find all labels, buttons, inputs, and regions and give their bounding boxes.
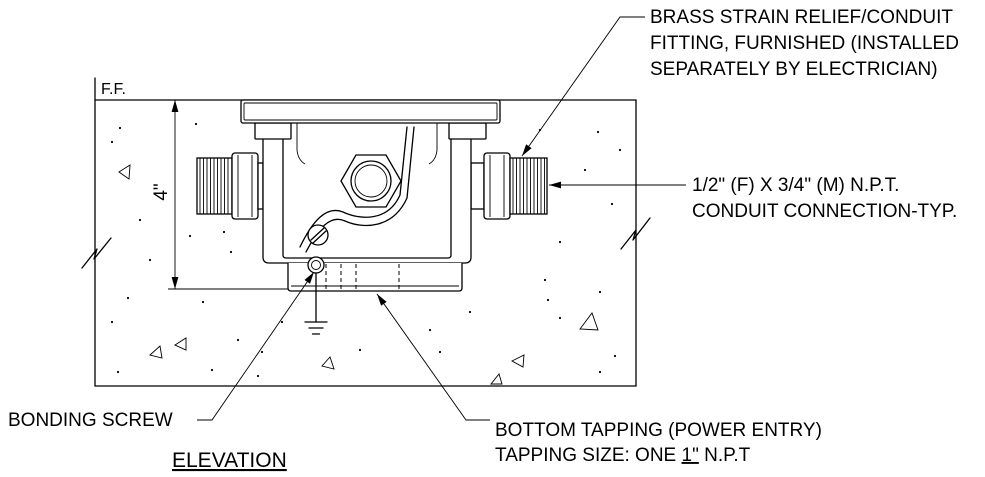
tapping-size-suffix: N.P.T bbox=[699, 445, 751, 466]
aggregate-dot bbox=[618, 148, 622, 152]
aggregate-triangle bbox=[149, 345, 163, 359]
left-fitting-neck bbox=[257, 162, 264, 210]
dimension-label: 4" bbox=[151, 183, 172, 200]
aggregate-dot bbox=[229, 250, 233, 254]
right-thread-lines bbox=[512, 158, 545, 214]
aggregate-dot bbox=[598, 370, 602, 374]
bonding-screw-head-icon bbox=[307, 224, 329, 246]
bonding-screw-leader bbox=[197, 271, 315, 421]
aggregate-dot bbox=[438, 350, 442, 354]
left-conduit-fitting bbox=[196, 152, 264, 220]
tapping-size-value: 1" bbox=[682, 445, 699, 466]
left-standoff bbox=[296, 123, 306, 165]
bottom-tapping-line-2: TAPPING SIZE: ONE 1" N.P.T bbox=[495, 445, 751, 466]
left-thread-lines bbox=[199, 158, 229, 214]
aggregate-dot bbox=[110, 320, 114, 324]
bottom-tapping-callout: BOTTOM TAPPING (POWER ENTRY) TAPPING SIZ… bbox=[495, 420, 822, 466]
aggregate-dot bbox=[138, 218, 142, 222]
conduit-connection-callout: 1/2" (F) X 3/4" (M) N.P.T. CONDUIT CONNE… bbox=[692, 175, 957, 222]
bonding-screw-inner-icon bbox=[311, 260, 321, 270]
right-standoff bbox=[428, 123, 438, 165]
aggregate-dot bbox=[188, 234, 192, 238]
aggregate-dot bbox=[280, 320, 284, 324]
conduit-connection-line-1: 1/2" (F) X 3/4" (M) N.P.T. bbox=[692, 175, 899, 196]
strain-relief-callout: BRASS STRAIN RELIEF/CONDUIT FITTING, FUR… bbox=[650, 7, 959, 80]
concrete-slab: F.F. bbox=[81, 77, 651, 387]
cover-tab-right bbox=[448, 122, 487, 140]
strain-relief-leader bbox=[521, 16, 645, 157]
aggregate-dot bbox=[126, 296, 130, 300]
right-fitting-neck bbox=[470, 162, 485, 210]
aggregate-dot bbox=[194, 122, 198, 126]
aggregate-triangle bbox=[511, 354, 525, 368]
aggregate-dot bbox=[110, 140, 114, 144]
bottom-tapping-leader bbox=[376, 293, 490, 421]
aggregate-dots bbox=[110, 122, 622, 378]
aggregate-symbols bbox=[110, 122, 622, 385]
aggregate-dot bbox=[468, 310, 472, 314]
tapping-size-prefix: TAPPING SIZE: ONE bbox=[495, 445, 682, 466]
hex-plug-inner-ring bbox=[354, 164, 388, 198]
aggregate-dot bbox=[358, 348, 362, 352]
strain-relief-line-1: BRASS STRAIN RELIEF/CONDUIT bbox=[650, 7, 953, 28]
left-break-symbol bbox=[81, 237, 112, 269]
bottom-tapping-hub bbox=[287, 263, 463, 292]
aggregate-dot bbox=[116, 370, 120, 374]
aggregate-dot bbox=[610, 202, 614, 206]
aggregate-triangle bbox=[321, 356, 335, 370]
conduit-connection-line-2: CONDUIT CONNECTION-TYP. bbox=[692, 201, 957, 222]
aggregate-dot bbox=[428, 328, 432, 332]
aggregate-triangle bbox=[174, 337, 187, 351]
screw-slot bbox=[310, 227, 325, 241]
bonding-screw-label: BONDING SCREW bbox=[8, 410, 173, 431]
strain-relief-line-3: SEPARATELY BY ELECTRICIAN) bbox=[650, 59, 938, 80]
aggregate-dot bbox=[201, 300, 205, 304]
aggregate-dot bbox=[543, 278, 547, 282]
ground-symbol-icon bbox=[304, 272, 328, 335]
junction-box bbox=[196, 99, 548, 335]
left-fitting-thread bbox=[196, 157, 233, 215]
aggregate-dot bbox=[558, 240, 562, 244]
aggregate-dot bbox=[210, 368, 214, 372]
aggregate-dot bbox=[583, 168, 587, 172]
bottom-tapping-line-1: BOTTOM TAPPING (POWER ENTRY) bbox=[495, 420, 822, 441]
finish-floor-label: F.F. bbox=[101, 81, 126, 98]
aggregate-dot bbox=[596, 130, 600, 134]
aggregate-dot bbox=[598, 290, 602, 294]
aggregate-dot bbox=[558, 316, 562, 320]
aggregate-dot bbox=[118, 126, 122, 130]
aggregate-dot bbox=[260, 350, 264, 354]
aggregate-dot bbox=[222, 230, 226, 234]
aggregate-triangle bbox=[118, 164, 131, 180]
left-fitting-nut bbox=[231, 152, 259, 220]
cover-plate-inner-edge bbox=[243, 102, 498, 121]
aggregate-triangle bbox=[490, 373, 503, 385]
right-conduit-fitting bbox=[470, 152, 548, 220]
aggregate-dot bbox=[256, 374, 260, 378]
leaders bbox=[197, 16, 686, 421]
aggregate-dot bbox=[236, 338, 240, 342]
hex-plug-outer-ring bbox=[350, 160, 392, 202]
strain-relief-line-2: FITTING, FURNISHED (INSTALLED bbox=[650, 33, 959, 54]
aggregate-dot bbox=[613, 354, 617, 358]
right-break-symbol bbox=[620, 217, 651, 250]
box-inner-wall bbox=[282, 138, 452, 259]
aggregate-dot bbox=[546, 298, 550, 302]
bonding-screw-icon bbox=[307, 256, 325, 274]
aggregate-dot bbox=[148, 258, 152, 262]
right-fitting-nut bbox=[483, 152, 511, 220]
depth-dimension: 4" bbox=[151, 100, 288, 290]
cover-tab-left bbox=[254, 122, 292, 140]
screw-slot bbox=[312, 230, 327, 244]
aggregate-triangle bbox=[579, 312, 599, 331]
view-title: ELEVATION bbox=[172, 449, 287, 472]
cover-plate bbox=[240, 99, 501, 124]
